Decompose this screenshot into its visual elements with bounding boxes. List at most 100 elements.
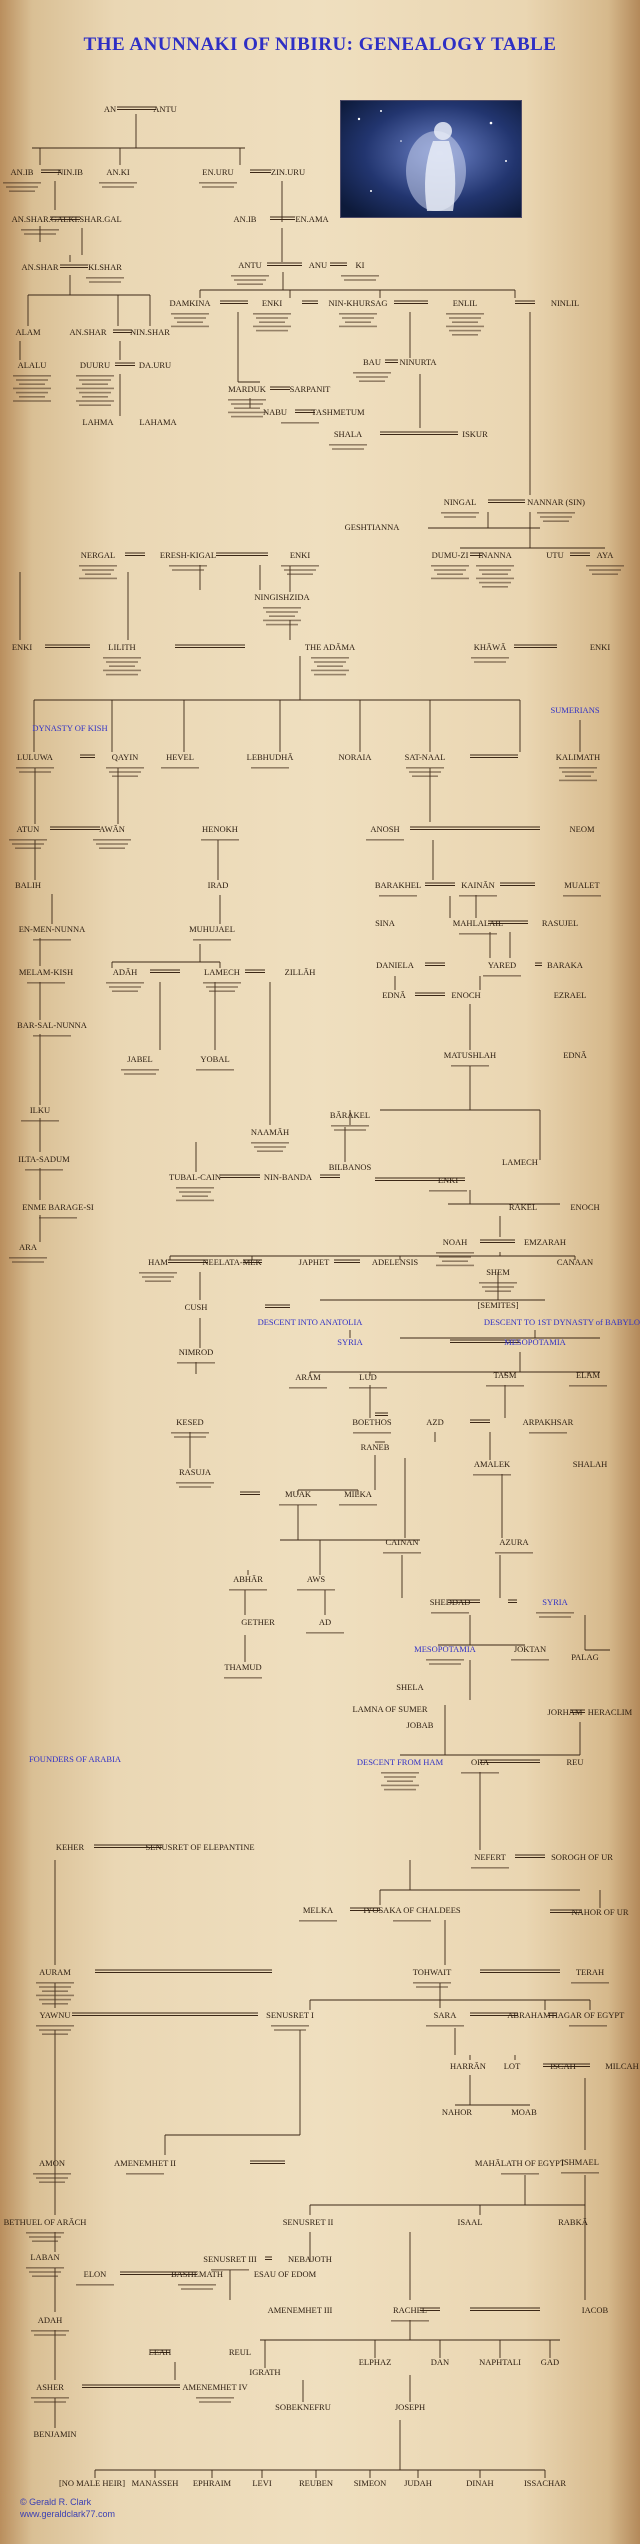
caption-line <box>349 1387 387 1389</box>
caption-line <box>32 2240 58 2242</box>
caption-line <box>224 1677 262 1679</box>
caption-line <box>482 573 508 575</box>
caption-line <box>33 2173 71 2175</box>
person-name: EDNĀ <box>382 990 406 1000</box>
person-name: MILCAH <box>605 2061 639 2071</box>
caption-line <box>177 321 203 323</box>
person-name: NEBAJOTH <box>288 2254 332 2264</box>
person-name: ENME BARAGE-SI <box>22 1202 94 1212</box>
caption-line <box>76 375 114 377</box>
person-name: REU <box>567 1757 584 1767</box>
caption-line <box>266 623 298 626</box>
person-name: DAMKINA <box>169 298 211 308</box>
caption-line <box>142 1276 174 1278</box>
person-name: SENUSRET I <box>266 2010 314 2020</box>
person-name: DUMU-ZI <box>432 550 469 560</box>
person-name: ISKUR <box>462 429 488 439</box>
person-name: LILITH <box>108 642 135 652</box>
caption-line <box>16 391 48 394</box>
person-name: ISSACHAR <box>524 2478 566 2488</box>
person-name: NINGAL <box>444 497 477 507</box>
person-name: NAAMĀH <box>251 1127 289 1137</box>
person-name: ISAAL <box>457 2217 482 2227</box>
person-name: KEHER <box>56 1842 85 1852</box>
person-name: PALAG <box>571 1652 599 1662</box>
caption-line <box>485 1290 511 1292</box>
person-name: ILKU <box>30 1105 50 1115</box>
person-name: QAYIN <box>112 752 139 762</box>
caption-line <box>34 2334 66 2336</box>
caption-line <box>345 321 371 323</box>
caption-line <box>256 329 288 332</box>
caption-line <box>284 569 316 571</box>
person-name: NEOM <box>569 824 594 834</box>
person-name: EMZARAH <box>524 1237 566 1247</box>
caption-line <box>33 939 71 941</box>
person-name: BĀRAKEL <box>330 1110 370 1120</box>
caption-line <box>311 657 349 659</box>
caption-line <box>15 847 41 849</box>
caption-line <box>196 2397 234 2399</box>
person-name: JABEL <box>127 1054 153 1064</box>
caption-line <box>9 190 35 192</box>
caption-line <box>42 2003 68 2005</box>
person-name: EN.AMA <box>295 214 329 224</box>
caption-line <box>287 573 313 575</box>
caption-line <box>42 2033 68 2035</box>
caption-line <box>26 2267 64 2269</box>
caption-line <box>342 317 374 319</box>
caption-line <box>539 1616 571 1618</box>
person-name: TASM <box>494 1370 517 1380</box>
caption-line <box>177 1362 215 1364</box>
caption-line <box>29 2236 61 2238</box>
caption-line <box>356 376 388 378</box>
caption-line <box>379 895 417 897</box>
person-name: HENOKH <box>202 824 238 834</box>
caption-line <box>366 839 404 841</box>
caption-line <box>27 982 65 984</box>
person-name: MELAM-KISH <box>19 967 73 977</box>
caption-line <box>82 383 108 385</box>
person-name: ASHER <box>36 2382 64 2392</box>
author-website[interactable]: www.geraldclark77.com <box>20 2509 116 2519</box>
person-name: AN.SHAR.GAL <box>12 214 69 224</box>
caption-line <box>314 661 346 663</box>
person-name: AN.SHAR <box>69 327 106 337</box>
caption-line <box>16 379 48 381</box>
caption-line <box>381 1772 419 1774</box>
person-name: SENUSRET III <box>203 2254 257 2264</box>
caption-line <box>451 1065 489 1067</box>
person-name: IYOSAKA OF CHALDEES <box>363 1905 461 1915</box>
caption-line <box>476 577 514 580</box>
caption-line <box>209 990 235 992</box>
caption-line <box>444 516 476 518</box>
person-name: SINA <box>375 918 396 928</box>
person-name: IACOB <box>582 2305 609 2315</box>
person-name: AN.SHAR <box>21 262 58 272</box>
caption-line <box>571 1982 609 1984</box>
caption-line <box>203 982 241 984</box>
caption-line <box>25 1169 63 1171</box>
person-name: AD <box>319 1617 331 1627</box>
caption-line <box>89 281 121 283</box>
caption-line <box>409 771 441 773</box>
person-name: ELAM <box>576 1370 601 1380</box>
caption-line <box>565 775 591 777</box>
person-name: [NO MALE HEIR] <box>59 2478 125 2488</box>
caption-line <box>317 665 343 667</box>
person-name: THE ADĀMA <box>305 642 356 652</box>
person-name: ERESH-KIGAL <box>160 550 216 560</box>
caption-line <box>431 577 469 580</box>
person-name: LAHAMA <box>139 417 177 427</box>
person-name: ABRAHAM <box>507 2010 551 2020</box>
caption-line <box>196 1069 234 1071</box>
person-name: MILKA <box>344 1489 373 1499</box>
caption-line <box>79 565 117 567</box>
caption-line <box>482 1286 514 1288</box>
person-name: YOBAL <box>200 1054 229 1064</box>
person-name: SHALA <box>334 429 363 439</box>
caption-line <box>86 277 124 279</box>
caption-line <box>39 1998 71 2001</box>
caption-line <box>452 321 478 323</box>
